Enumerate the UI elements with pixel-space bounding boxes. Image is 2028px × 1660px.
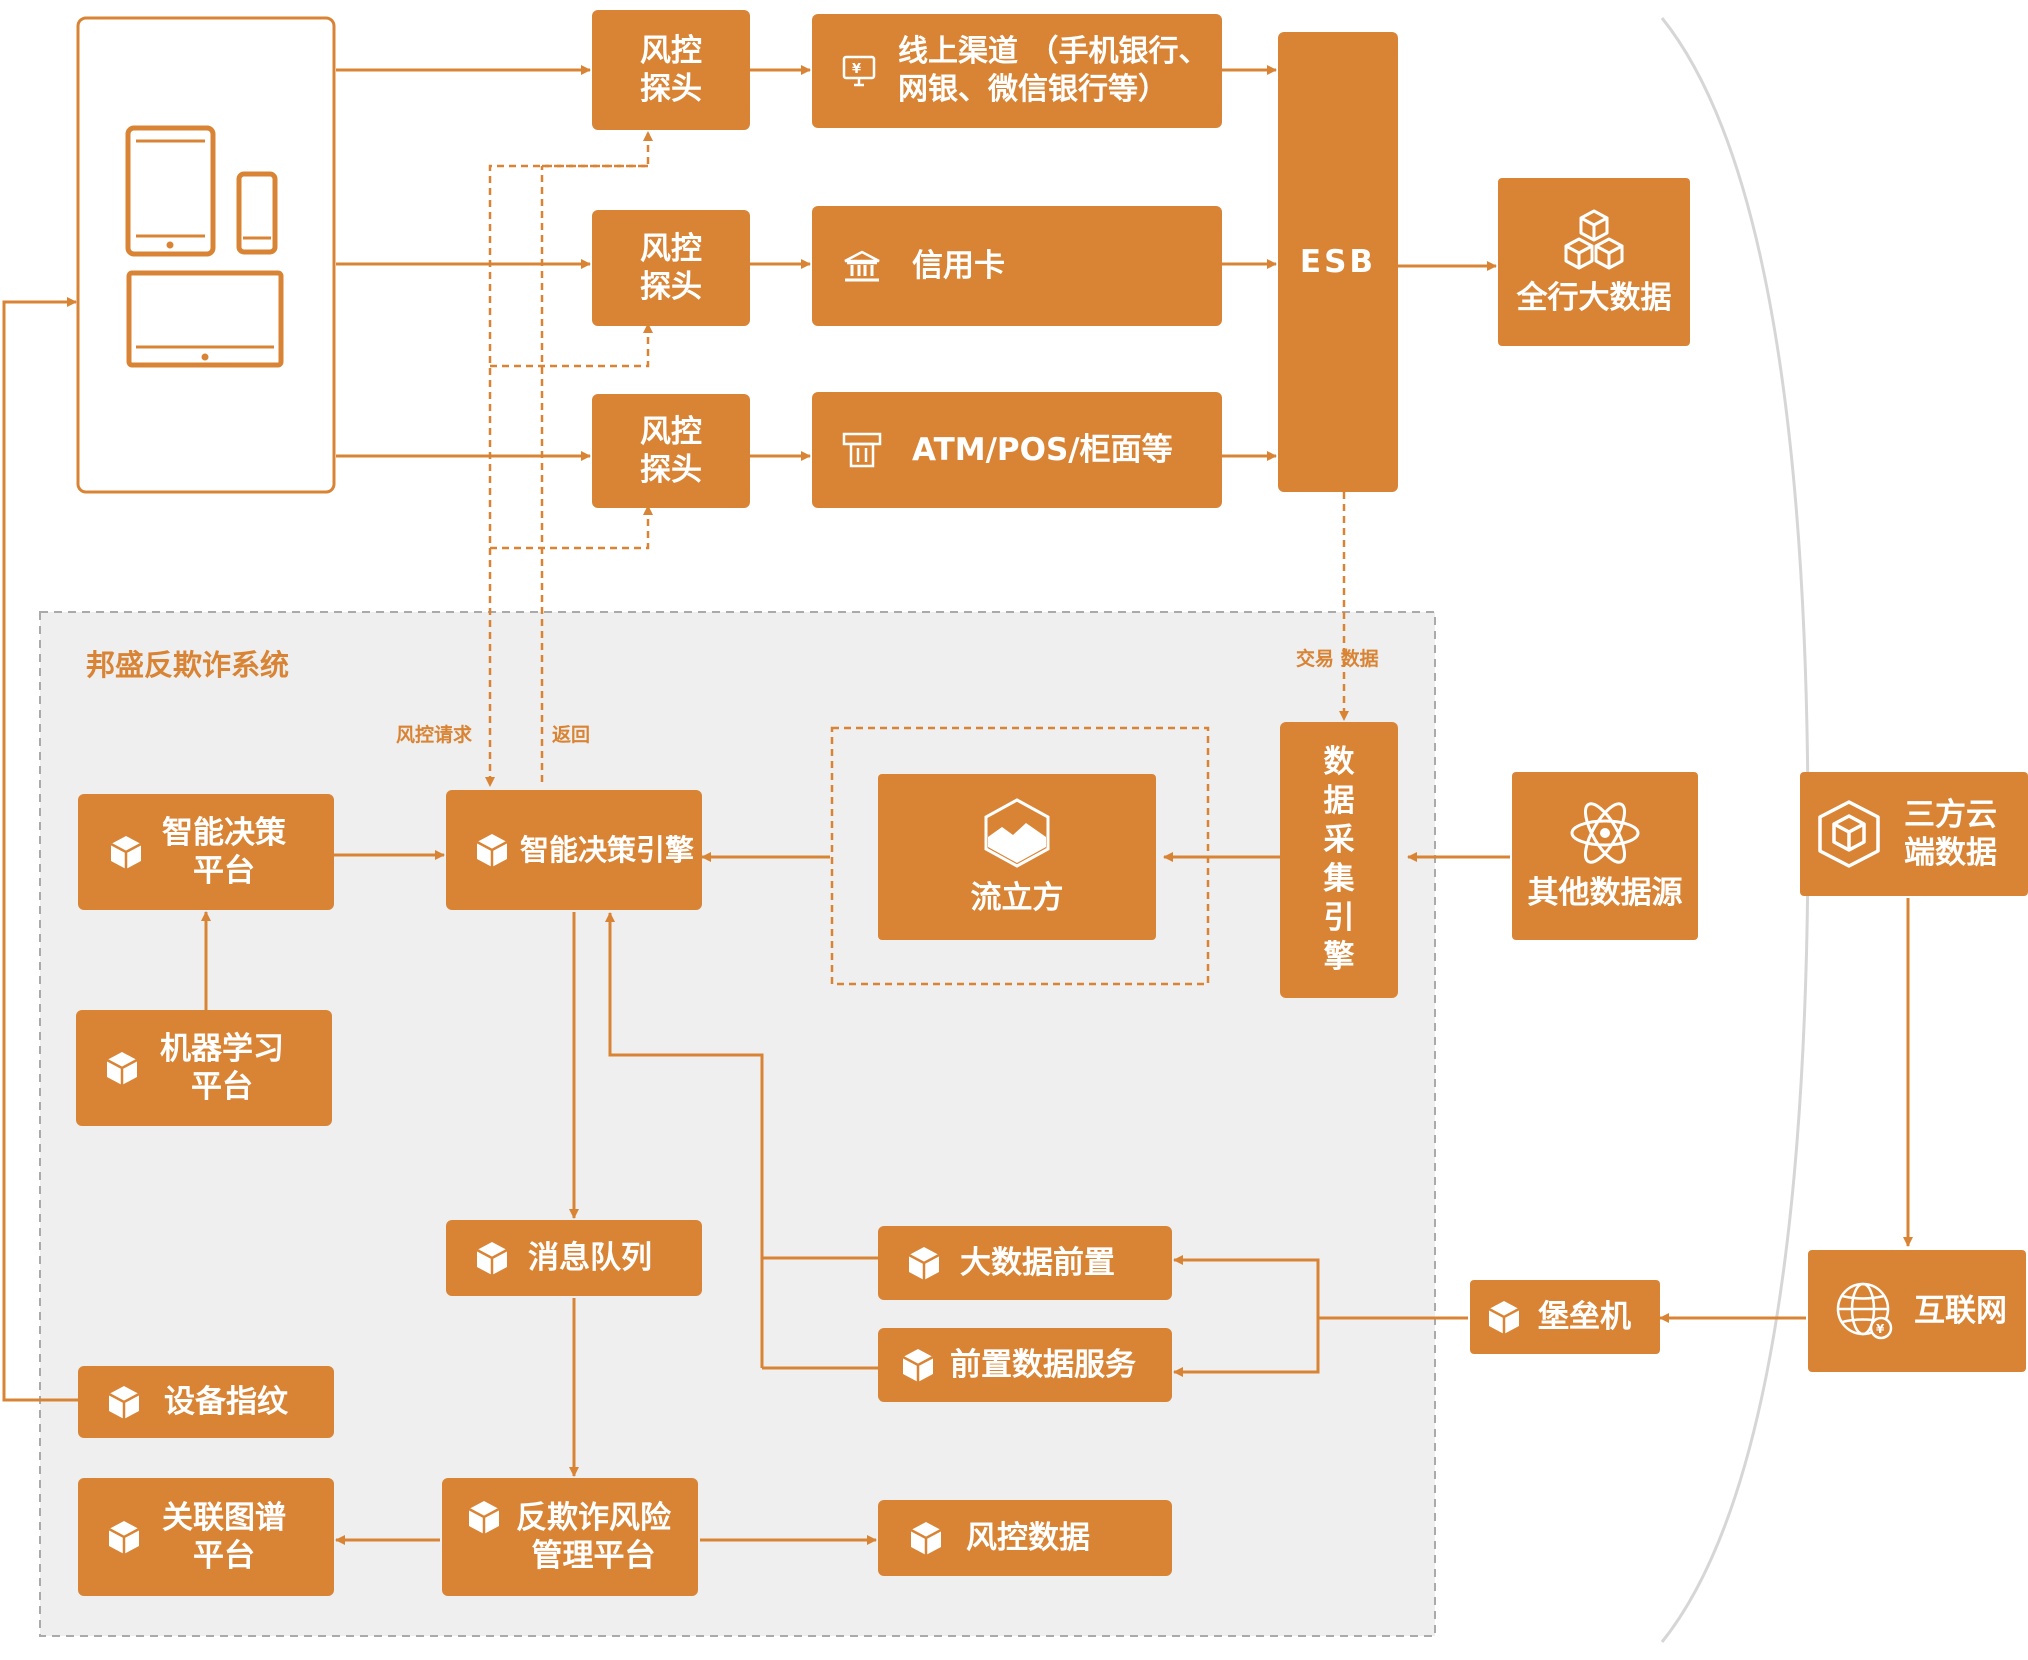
device-fingerprint-label: 设备指纹 [164,1384,288,1420]
risk-probe-2-label: 风控 探头 [640,231,702,305]
risk-probe-1-label: 风控 探头 [640,33,702,107]
other-data-sources-label: 其他数据源 [1527,875,1683,911]
ml-platform-label: 机器学习 平台 [160,1031,284,1105]
message-queue-label: 消息队列 [528,1240,652,1276]
message-queue[interactable]: 消息队列 [446,1220,702,1296]
bastion-host-label: 堡垒机 [1538,1299,1631,1335]
decision-platform[interactable]: 智能决策 平台 [78,794,334,910]
esb-bus[interactable]: ESB [1278,32,1398,492]
decision-platform-label: 智能决策 平台 [162,815,286,889]
bank-bigdata-label: 全行大数据 [1516,280,1672,316]
svg-text:¥: ¥ [1876,1322,1885,1336]
bank-icon [844,250,880,282]
cube-icon [108,1386,140,1419]
cube-icon [476,834,508,867]
graph-platform[interactable]: 关联图谱 平台 [78,1478,334,1596]
front-data-service[interactable]: 前置数据服务 [878,1328,1172,1402]
data-collection-engine-label: 数 据 采 集 引 擎 [1323,744,1355,975]
atm-icon [842,432,882,468]
atom-icon [1570,802,1640,864]
cube-icon [468,1501,500,1534]
channel-atm-pos-label: ATM/POS/柜面等 [912,432,1173,468]
channel-atm-pos[interactable]: ATM/POS/柜面等 [812,392,1222,508]
cube-icon [110,836,142,869]
channel-credit-card[interactable]: 信用卡 [812,206,1222,326]
risk-probe-3-label: 风控 探头 [640,414,702,488]
cube-icon [108,1521,140,1554]
internet-label: 互联网 [1914,1293,2007,1329]
flow-cube[interactable]: 流立方 [878,774,1156,940]
decision-engine[interactable]: 智能决策引擎 [446,790,702,910]
risk-probe-2[interactable]: 风控 探头 [592,210,750,326]
risk-data[interactable]: 风控数据 [878,1500,1172,1576]
risk-probe-3[interactable]: 风控 探头 [592,394,750,508]
cube-icon [106,1052,138,1085]
globe-icon: ¥ [1836,1282,1893,1340]
cube-icon [908,1247,940,1280]
bastion-host[interactable]: 堡垒机 [1470,1280,1660,1354]
cube-icon [1818,800,1880,868]
third-party-cloud-data-label: 三方云 端数据 [1904,797,1997,871]
trade-data-label: 交易 数据 [1296,648,1379,670]
bigdata-front-label: 大数据前置 [960,1245,1115,1281]
risk-request-label: 风控请求 [396,724,473,746]
risk-data-label: 风控数据 [966,1520,1090,1556]
bank-bigdata[interactable]: 全行大数据 [1498,178,1690,346]
channel-online-label: 线上渠道 （手机银行、 网银、微信银行等） [898,34,1209,107]
graph-platform-label: 关联图谱 平台 [162,1500,286,1574]
return-label: 返回 [552,724,591,746]
decision-engine-label: 智能决策引擎 [520,833,695,867]
device-fingerprint[interactable]: 设备指纹 [78,1366,334,1438]
esb-label: ESB [1299,244,1377,280]
data-collection-engine[interactable]: 数 据 采 集 引 擎 [1280,722,1398,998]
cube-icon [910,1522,942,1555]
bigdata-front[interactable]: 大数据前置 [878,1226,1172,1300]
internet[interactable]: ¥ 互联网 [1808,1250,2026,1372]
other-data-sources[interactable]: 其他数据源 [1512,772,1698,940]
risk-probe-1[interactable]: 风控 探头 [592,10,750,130]
channel-credit-card-label: 信用卡 [912,248,1005,284]
tablet-phone-monitor-icon [125,125,284,368]
cube-icon [476,1242,508,1275]
flow-cube-label: 流立方 [970,880,1064,916]
stacked-boxes-icon [1564,209,1624,270]
ml-platform[interactable]: 机器学习 平台 [76,1010,332,1126]
risk-management-platform-label: 反欺诈风险 管理平台 [516,1500,671,1574]
channel-online[interactable]: ¥ 线上渠道 （手机银行、 网银、微信银行等） [812,14,1222,128]
cube-icon [1488,1301,1520,1334]
monitor-yen-icon: ¥ [842,55,876,87]
system-title: 邦盛反欺诈系统 [86,648,290,682]
front-data-service-label: 前置数据服务 [950,1347,1136,1383]
solid-arrows [2,65,1913,1545]
dashed-arrows [485,131,1349,986]
hexagon-mountain-icon [984,798,1050,868]
cube-icon [902,1349,934,1382]
third-party-cloud-data[interactable]: 三方云 端数据 [1800,772,2028,896]
risk-management-platform[interactable]: 反欺诈风险 管理平台 [442,1478,698,1596]
svg-text:¥: ¥ [852,62,861,77]
